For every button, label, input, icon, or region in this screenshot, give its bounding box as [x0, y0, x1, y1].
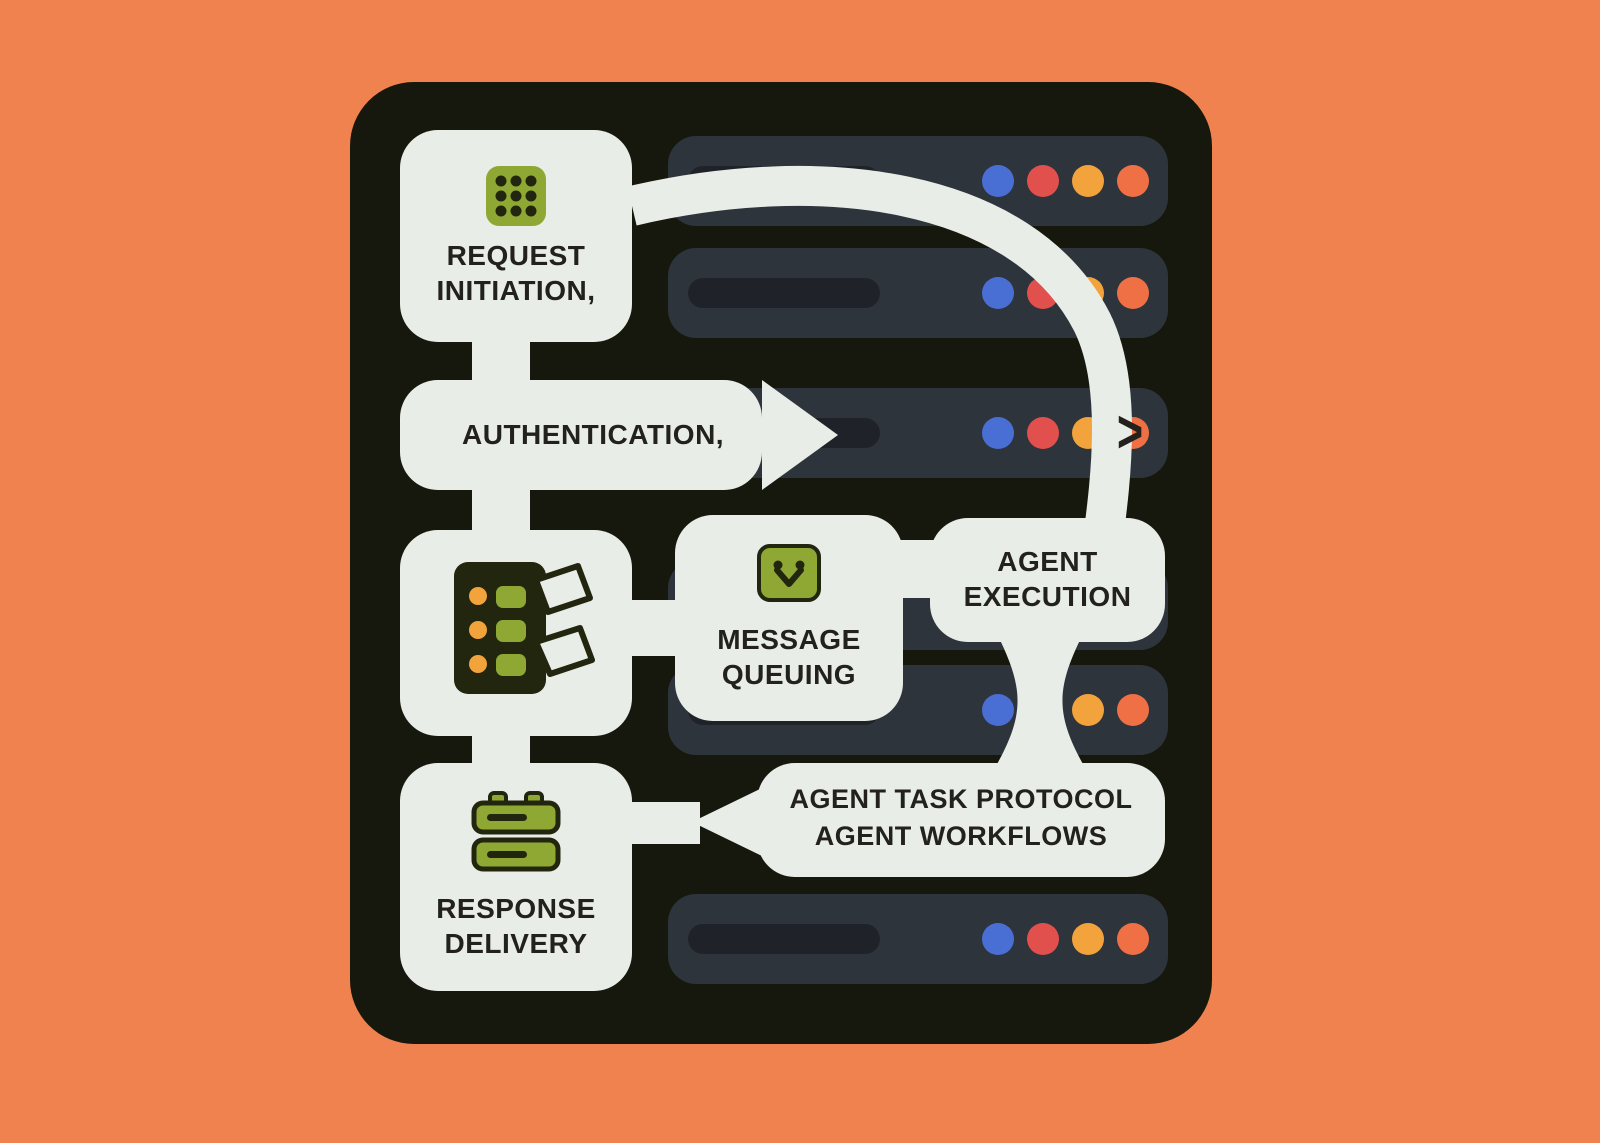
- status-dot-red: [1027, 923, 1059, 955]
- status-dots: [982, 165, 1149, 197]
- server-row-slot: [688, 278, 880, 308]
- server-stack-icon: [471, 791, 561, 872]
- node-agent-execution: AGENT EXECUTION: [930, 518, 1165, 642]
- label-line: DELIVERY: [444, 928, 588, 959]
- status-dot-coral: [1117, 694, 1149, 726]
- node-label: RESPONSE DELIVERY: [400, 891, 632, 961]
- status-dot-red: [1027, 694, 1059, 726]
- status-dots: [982, 694, 1149, 726]
- label-line: AGENT TASK PROTOCOL: [789, 784, 1133, 814]
- left-arrowhead-icon: [692, 788, 762, 856]
- status-dot-blue: [982, 694, 1014, 726]
- status-dot-coral: [1117, 165, 1149, 197]
- status-dot-red: [1027, 417, 1059, 449]
- chevron-right-icon: >: [1116, 397, 1144, 465]
- status-dot-amber: [1072, 923, 1104, 955]
- server-row-slot: [688, 924, 880, 954]
- status-dot-blue: [982, 923, 1014, 955]
- node-connector: [472, 483, 530, 535]
- node-label: MESSAGE QUEUING: [675, 622, 903, 692]
- server-row-slot: [688, 166, 880, 196]
- label-line: RESPONSE: [436, 893, 596, 924]
- label-line: EXECUTION: [963, 581, 1132, 612]
- label-line: REQUEST: [446, 240, 586, 271]
- node-label: AGENT TASK PROTOCOL AGENT WORKFLOWS: [757, 781, 1165, 855]
- inbox-check-icon: [757, 544, 821, 602]
- node-agent-task-protocol: AGENT TASK PROTOCOL AGENT WORKFLOWS: [757, 763, 1165, 877]
- node-connector: [472, 334, 530, 386]
- server-row: [668, 248, 1168, 338]
- status-dot-amber: [1072, 165, 1104, 197]
- checklist-icon: [454, 562, 595, 694]
- node-connector: [626, 802, 700, 844]
- node-label: AGENT EXECUTION: [930, 544, 1165, 614]
- status-dot-amber: [1072, 417, 1104, 449]
- right-arrowhead-icon: [762, 380, 838, 490]
- status-dot-amber: [1072, 694, 1104, 726]
- node-label: REQUEST INITIATION,: [400, 238, 632, 308]
- status-dot-blue: [982, 165, 1014, 197]
- server-row: [668, 894, 1168, 984]
- status-dots: [982, 923, 1149, 955]
- status-dot-amber: [1072, 277, 1104, 309]
- status-dot-red: [1027, 277, 1059, 309]
- status-dot-coral: [1117, 923, 1149, 955]
- node-authentication: AUTHENTICATION, >: [400, 380, 1143, 490]
- label-line: INITIATION,: [436, 275, 596, 306]
- node-request-initiation: REQUEST INITIATION,: [400, 130, 632, 342]
- status-dot-red: [1027, 165, 1059, 197]
- dice-grid-icon: [486, 166, 546, 226]
- node-label: AUTHENTICATION,: [462, 419, 725, 450]
- label-line: MESSAGE: [717, 624, 861, 655]
- status-dot-blue: [982, 417, 1014, 449]
- label-line: QUEUING: [721, 659, 857, 690]
- status-dot-coral: [1117, 277, 1149, 309]
- server-row: [668, 136, 1168, 226]
- status-dot-blue: [982, 277, 1014, 309]
- label-line: AGENT WORKFLOWS: [814, 821, 1108, 851]
- status-dots: [982, 277, 1149, 309]
- label-line: AGENT: [997, 546, 1098, 577]
